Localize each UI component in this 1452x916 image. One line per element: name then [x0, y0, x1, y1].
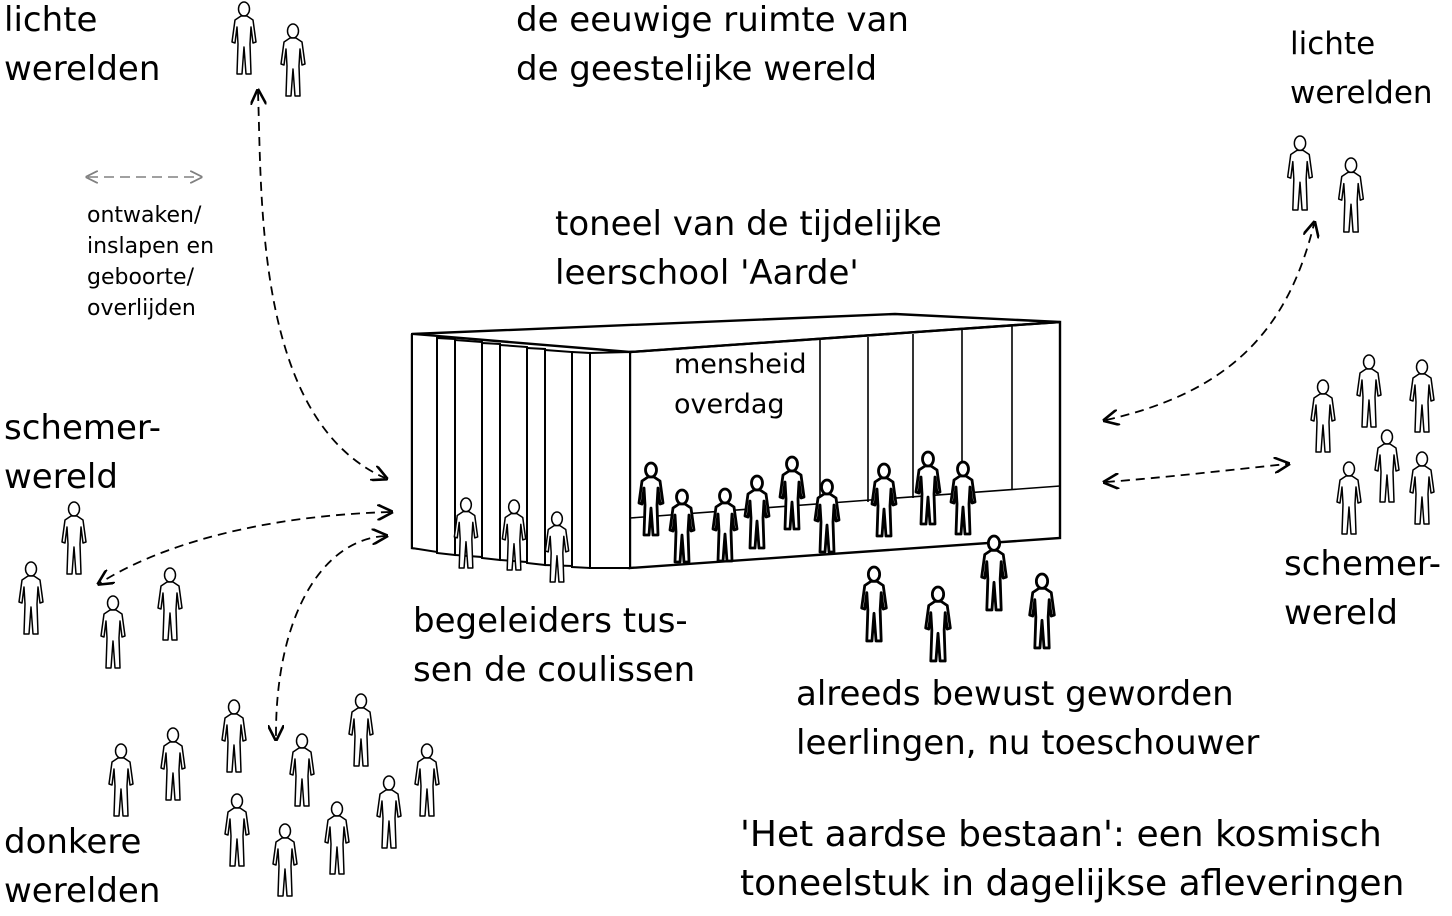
label-donkere-werelden: donkere werelden [4, 818, 160, 916]
label-legend: ontwaken/ inslapen en geboorte/ overlijd… [87, 200, 214, 324]
label-line: begeleiders tus- [413, 601, 688, 641]
stage-wings [411, 332, 631, 570]
label-line: wereld [1284, 593, 1398, 633]
label-line: sen de coulissen [413, 650, 696, 690]
person-outline-icon [231, 1, 257, 75]
label-toneel: toneel van de tijdelijke leerschool 'Aar… [555, 200, 942, 298]
label-line: werelden [4, 871, 161, 911]
label-line: de geestelijke wereld [516, 49, 878, 89]
person-outline-icon [1356, 354, 1382, 428]
person-outline-icon [711, 487, 739, 563]
person-outline-icon [1337, 157, 1365, 233]
label-line: overdag [674, 389, 785, 420]
arrow-schemer-right [1106, 464, 1287, 482]
label-line: donkere [4, 822, 142, 862]
label-line: leerlingen, nu toeschouwer [796, 723, 1260, 763]
label-line: werelden [4, 49, 161, 89]
person-outline-icon [108, 743, 134, 817]
label-line: alreeds bewust geworden [796, 674, 1234, 714]
label-line: ontwaken/ [87, 203, 202, 228]
person-outline-icon [157, 567, 183, 641]
person-outline-icon [1028, 572, 1056, 650]
label-line: toneel van de tijdelijke [555, 204, 942, 244]
arrow-lichte-right [1106, 224, 1314, 420]
label-line: werelden [1290, 75, 1433, 111]
label-lichte-werelden-left: lichte werelden [4, 0, 160, 94]
person-outline-icon [743, 474, 771, 550]
person-outline-icon [949, 460, 977, 536]
label-line: lichte [1290, 26, 1376, 62]
label-line: mensheid [674, 349, 807, 380]
person-outline-icon [778, 455, 806, 531]
label-line: schemer- [4, 408, 161, 448]
person-outline-icon [1409, 359, 1435, 433]
label-line: inslapen en [87, 234, 215, 259]
label-begeleiders: begeleiders tus- sen de coulissen [413, 597, 695, 695]
person-outline-icon [1286, 135, 1314, 211]
label-lichte-werelden-right: lichte werelden [1290, 20, 1433, 118]
person-outline-icon [637, 461, 665, 537]
person-outline-icon [376, 775, 402, 849]
person-outline-icon [61, 501, 87, 575]
person-outline-icon [1374, 429, 1400, 503]
person-outline-icon [813, 478, 841, 554]
label-line: geboorte/ [87, 265, 195, 290]
label-schemer-right: schemer- wereld [1284, 540, 1441, 638]
stage-roof [411, 312, 1061, 354]
label-caption: 'Het aardse bestaan': een kosmisch tonee… [740, 810, 1404, 908]
person-outline-icon [160, 727, 186, 801]
person-outline-icon [544, 511, 570, 583]
person-outline-icon [289, 733, 315, 807]
person-outline-icon [914, 450, 942, 526]
person-outline-icon [668, 488, 696, 564]
person-outline-icon [1409, 451, 1435, 525]
label-line: toneelstuk in dagelijkse afleveringen [740, 863, 1405, 904]
person-outline-icon [1336, 461, 1362, 535]
label-line: wereld [4, 457, 118, 497]
arrow-donkere [276, 536, 385, 738]
person-outline-icon [414, 743, 440, 817]
person-outline-icon [348, 693, 374, 767]
person-outline-icon [453, 497, 479, 569]
label-line: leerschool 'Aarde' [555, 253, 859, 293]
label-alreeds: alreeds bewust geworden leerlingen, nu t… [796, 670, 1259, 768]
person-outline-icon [224, 793, 250, 867]
person-outline-icon [870, 462, 898, 538]
label-line: de eeuwige ruimte van [516, 0, 909, 40]
arrows [88, 92, 1314, 738]
arrow-lichte-left [258, 92, 385, 478]
person-outline-icon [272, 823, 298, 897]
label-line: lichte [4, 0, 98, 40]
person-outline-icon [100, 595, 126, 669]
figures [18, 1, 1435, 897]
label-mensheid: mensheid overdag [674, 345, 806, 425]
label-line: 'Het aardse bestaan': een kosmisch [740, 814, 1382, 855]
person-outline-icon [18, 561, 44, 635]
label-eeuwige-ruimte: de eeuwige ruimte van de geestelijke wer… [516, 0, 909, 94]
person-outline-icon [924, 585, 952, 663]
person-outline-icon [324, 801, 350, 875]
person-outline-icon [501, 499, 527, 571]
person-outline-icon [860, 565, 888, 643]
label-schemer-left: schemer- wereld [4, 404, 161, 502]
person-outline-icon [221, 699, 247, 773]
label-line: overlijden [87, 296, 196, 321]
stage-floor-line [629, 485, 1061, 519]
label-line: schemer- [1284, 544, 1441, 584]
arrow-schemer-left [100, 512, 390, 583]
person-outline-icon [280, 23, 306, 97]
person-outline-icon [980, 534, 1008, 612]
person-outline-icon [1310, 379, 1336, 453]
